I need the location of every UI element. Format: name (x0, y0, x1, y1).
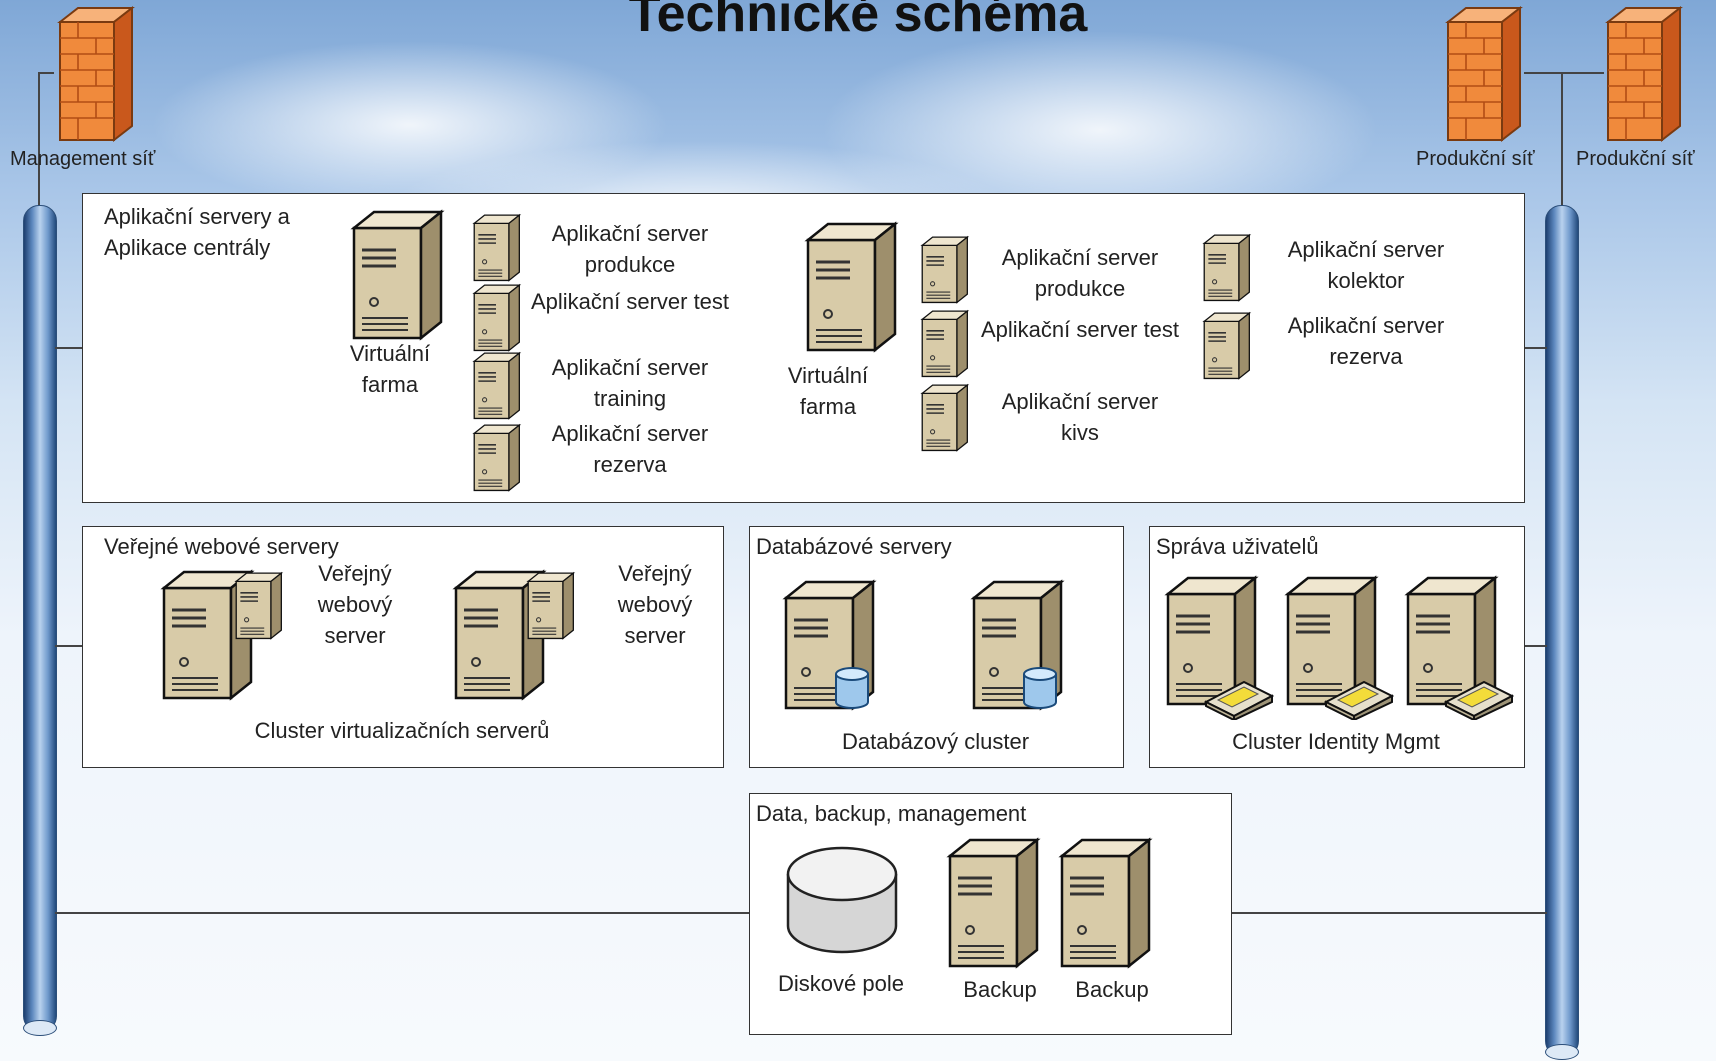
farm1-server-label: Aplikační server rezerva (551, 421, 709, 477)
pipe-cap (23, 1020, 57, 1036)
web-section-title: Veřejné webové servery (104, 534, 339, 559)
db-cluster-caption: Databázový cluster (841, 729, 1030, 754)
network-label-production-1: Produkční síť (1416, 148, 1535, 170)
farm1-server-label: Aplikační server training (551, 355, 709, 411)
backup-1-label: Backup (963, 977, 1037, 1002)
connector (55, 912, 749, 914)
diagram-title: Technické schéma (628, 0, 1088, 43)
management-network-bus (23, 205, 57, 1032)
farm2-server-label: Aplikační server kivs (1001, 389, 1159, 445)
network-label-production-2: Produkční síť (1576, 148, 1695, 170)
backup-server-2-icon (1054, 834, 1154, 969)
web-vm-2-server-icon (524, 570, 576, 640)
network-label-management: Management síť (10, 148, 156, 170)
server-icon (468, 212, 524, 282)
web-vm-1-server-icon (232, 570, 284, 640)
server-icon (916, 382, 972, 452)
connector (38, 72, 40, 206)
app-servers-section (82, 193, 1525, 503)
database-icon (834, 666, 870, 710)
firewall-production-2-icon (1600, 4, 1688, 144)
connector (1523, 347, 1547, 349)
server-icon (468, 282, 524, 352)
database-icon (1022, 666, 1058, 710)
connector (38, 72, 54, 74)
pipe-cap (1545, 1044, 1579, 1060)
smartcard-reader-icon (1204, 680, 1274, 720)
virtual-farm-2-server-icon (800, 218, 900, 353)
farm1-server-label: Aplikační server produkce (551, 221, 709, 277)
server-icon (1198, 232, 1254, 302)
connector (1230, 912, 1547, 914)
db-section-title: Databázové servery (756, 534, 952, 559)
farm2-server-label: Aplikační server produkce (1001, 245, 1159, 301)
farm2-server-label: Aplikační server test (980, 317, 1180, 342)
web-cluster-caption: Cluster virtualizačních serverů (254, 718, 550, 743)
backup-server-1-icon (942, 834, 1042, 969)
virtual-farm-1-server-icon (346, 206, 446, 341)
server-icon (468, 422, 524, 492)
backup-2-label: Backup (1075, 977, 1149, 1002)
connector (1561, 72, 1563, 206)
data-section-title: Data, backup, management (756, 801, 1027, 826)
server-icon (1198, 310, 1254, 380)
firewall-production-1-icon (1440, 4, 1528, 144)
connector (55, 347, 82, 349)
server-icon (916, 308, 972, 378)
users-section-title: Správa uživatelů (1156, 534, 1319, 559)
smartcard-reader-icon (1324, 680, 1394, 720)
farm1-server-label: Aplikační server test (530, 289, 730, 314)
smartcard-reader-icon (1444, 680, 1514, 720)
virtual-farm-2-label: Virtuální farma (787, 363, 869, 419)
firewall-management-icon (52, 4, 140, 144)
disk-array-label: Diskové pole (778, 971, 904, 996)
app-section-title: Aplikační servery a Aplikace centrály (104, 204, 290, 260)
extra-server-label: Aplikační server kolektor (1287, 237, 1445, 293)
production-network-bus (1545, 205, 1579, 1057)
server-icon (468, 350, 524, 420)
virtual-farm-1-label: Virtuální farma (349, 341, 431, 397)
connector (1524, 72, 1604, 74)
identity-cluster-caption: Cluster Identity Mgmt (1232, 729, 1440, 754)
server-icon (916, 234, 972, 304)
web-server-1-label: Veřejný webový server (317, 561, 393, 648)
disk-array-icon (786, 846, 898, 954)
connector (55, 645, 82, 647)
extra-server-label: Aplikační server rezerva (1287, 313, 1445, 369)
connector (1523, 645, 1547, 647)
web-server-2-label: Veřejný webový server (617, 561, 693, 648)
